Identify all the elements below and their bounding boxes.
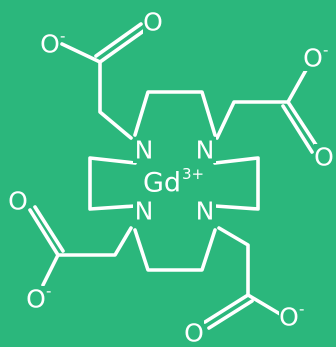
carbonyl-bond-bottom-left (28, 208, 60, 257)
carbonyl-oxygen-top-left: O (143, 8, 163, 37)
carboxylate-arm-bottom-left (28, 205, 133, 287)
arm-bond-top-right (215, 100, 290, 140)
anion-bond-top-left (60, 42, 102, 64)
carboxylate-arm-top-left (60, 22, 147, 140)
gadolinium-ion: Gd 3+ (143, 165, 204, 199)
metal-symbol: Gd (143, 168, 181, 199)
carbonyl-oxygen-top-right: O (314, 143, 334, 172)
macrocycle-ring (88, 90, 260, 272)
carbonyl-bond-top-left-second (94, 22, 143, 58)
anionic-oxygen-top-left: O (40, 30, 60, 59)
ring-bridge-right (213, 156, 260, 211)
anionic-oxygen-bottom-right: O (279, 303, 299, 332)
ring-bridge-top (133, 90, 217, 137)
carbonyl-bond-top-right-second (281, 104, 314, 154)
arm-bond-top-left (98, 60, 133, 140)
charge-bottom-right: - (299, 300, 304, 318)
carboxylate-arm-top-right (215, 68, 320, 154)
carbonyl-bond-bottom-right (203, 293, 250, 324)
carbonyl-bond-top-right (286, 100, 320, 150)
charge-top-left: - (60, 27, 65, 45)
arm-bond-bottom-right (217, 226, 250, 297)
nitrogen-atoms: N N N N (133, 136, 216, 226)
ring-bridge-left (88, 156, 137, 211)
carbonyl-bond-top-left (98, 28, 147, 64)
nitrogen-top-left: N (135, 136, 154, 165)
carbonyl-bond-bottom-right-second (207, 299, 254, 330)
carbonyl-bond-bottom-left-second (33, 205, 65, 253)
anion-bond-bottom-left (41, 253, 60, 287)
carbonyl-oxygen-bottom-left: O (8, 187, 28, 216)
charge-top-right: - (323, 41, 328, 59)
charge-bottom-left: - (46, 282, 51, 300)
nitrogen-top-right: N (196, 136, 215, 165)
ring-bridge-bottom (133, 228, 217, 272)
metal-charge: 3+ (182, 165, 204, 183)
arm-bond-bottom-left (56, 226, 133, 257)
anion-bond-top-right (286, 68, 308, 104)
anion-bond-bottom-right (246, 293, 282, 316)
nitrogen-bottom-right: N (196, 197, 215, 226)
anionic-oxygen-top-right: O (303, 44, 323, 73)
carbonyl-oxygen-bottom-right: O (184, 319, 204, 347)
nitrogen-bottom-left: N (135, 197, 154, 226)
carboxylate-arm-bottom-right (203, 226, 282, 330)
oxygen-atoms: O O - O - O O O - O O - (8, 8, 334, 347)
anionic-oxygen-bottom-left: O (26, 285, 46, 314)
